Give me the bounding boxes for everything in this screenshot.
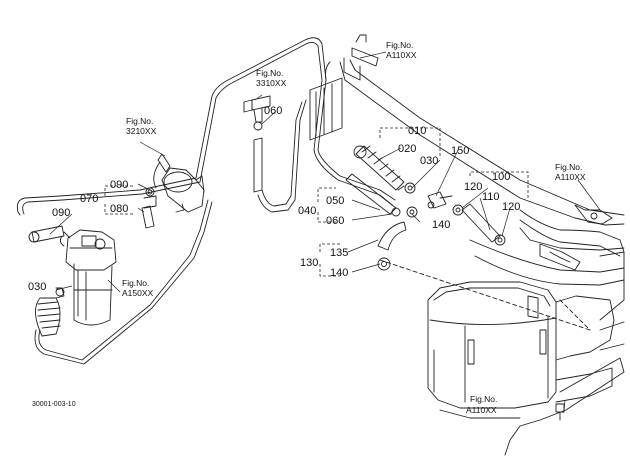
part-label-120[interactable]: 120 [464,181,482,193]
part-label-020[interactable]: 020 [398,143,416,155]
part-label-030[interactable]: 030 [28,281,46,293]
svg-text:A150XX: A150XX [122,288,154,298]
hose-135 [377,221,407,271]
svg-text:Fig.No.: Fig.No. [256,68,283,78]
part-label-010[interactable]: 010 [408,125,426,137]
fig-ref-a110-bottom[interactable]: Fig.No. A110XX [466,394,497,415]
part-label-070[interactable]: 070 [80,193,98,205]
corrugated-hose-left [35,287,65,337]
svg-text:Fig.No.: Fig.No. [470,394,497,404]
fitting-150 [427,191,453,209]
part-label-140[interactable]: 140 [330,267,348,279]
fig-ref-3310[interactable]: Fig.No. 3310XX [256,68,287,88]
part-number-labels: 010 020 030 150 100 120 110 120 060 050 … [28,105,520,293]
svg-text:A110XX: A110XX [466,405,497,415]
part-label-050[interactable]: 050 [326,195,344,207]
part-label-130[interactable]: 130 [300,257,318,269]
part-label-060[interactable]: 060 [264,105,282,117]
part-label-090[interactable]: 090 [52,207,70,219]
fig-ref-a110-top[interactable]: Fig.No. A110XX [386,40,417,60]
part-label-080[interactable]: 080 [110,203,128,215]
svg-text:Fig.No.: Fig.No. [122,278,149,288]
fuel-tank [427,281,615,419]
svg-text:3310XX: 3310XX [256,78,287,88]
leader-lines [49,51,601,413]
fuel-pump [143,153,205,213]
svg-text:Fig.No.: Fig.No. [386,40,413,50]
mounting-plate [309,77,343,141]
svg-text:A110XX: A110XX [555,172,586,182]
fuel-filter [59,229,117,326]
fig-ref-3210[interactable]: Fig.No. 3210XX [126,116,157,136]
center-dashed-line [379,259,591,331]
svg-text:A110XX: A110XX [386,50,417,60]
hose-110 [452,203,506,246]
part-label-110[interactable]: 110 [482,191,500,203]
part-label-030[interactable]: 030 [420,155,438,167]
svg-text:Fig.No.: Fig.No. [555,162,582,172]
corrugated-hose-020 [353,145,405,191]
part-label-100[interactable]: 100 [492,171,510,183]
fig-ref-labels: Fig.No. A110XX Fig.No. 3310XX Fig.No. 32… [122,40,586,415]
drawing-code: 30001-003-10 [32,401,76,408]
callout-brackets [104,127,529,277]
fig-ref-a150[interactable]: Fig.No. A150XX [122,278,154,298]
part-label-060[interactable]: 060 [326,215,344,227]
fig-ref-a110-right[interactable]: Fig.No. A110XX [555,162,586,182]
top-bracket [325,34,379,81]
hose-050 [345,173,418,218]
svg-text:3210XX: 3210XX [126,126,157,136]
svg-text:Fig.No.: Fig.No. [126,116,153,126]
part-label-140[interactable]: 140 [432,219,450,231]
part-label-135[interactable]: 135 [330,247,348,259]
fuel-lines [16,37,396,365]
part-label-040[interactable]: 040 [298,205,316,217]
joint-3310 [243,95,271,193]
part-label-120[interactable]: 120 [502,201,520,213]
hose-090-left [28,225,65,243]
part-label-090[interactable]: 090 [110,179,128,191]
part-label-150[interactable]: 150 [451,145,469,157]
chassis-frame [339,59,625,456]
